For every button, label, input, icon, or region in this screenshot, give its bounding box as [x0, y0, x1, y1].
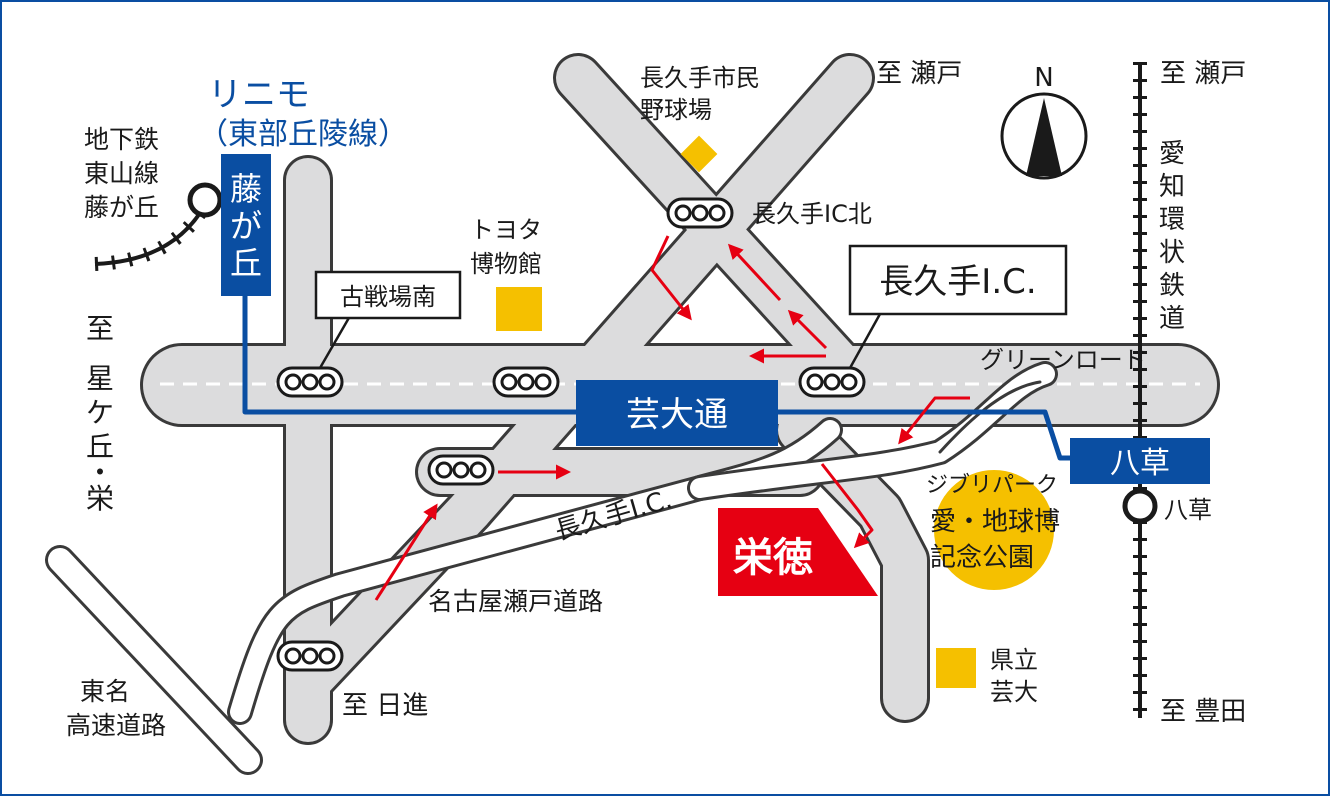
geidai-dori-box: [576, 380, 778, 446]
direction-toyota: 至 豊田: [1160, 697, 1246, 727]
ic-box: [848, 244, 1068, 316]
yakusa-station-box: [1070, 438, 1210, 484]
geidai-label-1: 県立: [990, 646, 1038, 674]
kosenjo-minami-box: [314, 270, 462, 320]
svg-text:星: 星: [86, 362, 114, 395]
svg-text:・: ・: [86, 456, 114, 489]
toyota-museum-label-2: 博物館: [470, 250, 542, 278]
ic-box-leader: [848, 313, 882, 369]
tomei-label-1: 東名: [80, 677, 130, 706]
geidai-dori-label: 芸大通: [626, 395, 728, 435]
subway-line: [94, 182, 223, 271]
subway-fujigaoka-station-icon: [187, 182, 223, 218]
fujigaoka-station-char-2: が: [230, 207, 262, 245]
route-arrows: [374, 235, 970, 601]
baseball-label-1: 長久手市民: [640, 64, 760, 92]
geidai-label-2: 芸大: [990, 678, 1038, 706]
signal-museum-icon: [492, 366, 560, 398]
svg-text:丘: 丘: [86, 430, 114, 463]
svg-text:愛: 愛: [1159, 139, 1185, 169]
ic-kita-label: 長久手IC北: [752, 200, 872, 228]
svg-text:栄: 栄: [86, 482, 114, 515]
direction-hoshigaoka: 至 星 ケ 丘 ・ 栄: [86, 312, 114, 515]
signal-lower-left-icon: [427, 454, 495, 486]
yakusa-station-box-label: 八草: [1110, 446, 1170, 481]
railway-name: 愛 知 環 状 鉄 道: [1159, 139, 1185, 334]
direction-seto-rail: 至 瀬戸: [1160, 59, 1246, 89]
signal-kosenjo-minami-icon: [276, 366, 344, 398]
aichi-loop-railway: [1122, 62, 1158, 718]
svg-text:状: 状: [1159, 238, 1185, 268]
compass-label: N: [1034, 63, 1053, 93]
baseball-label-2: 野球場: [640, 96, 712, 124]
linimo-name: リニモ: [208, 75, 310, 115]
linimo-line: [242, 294, 1080, 461]
subway-label-3: 藤が丘: [84, 193, 159, 222]
eitoku-destination-icon: [718, 508, 878, 596]
nagoya-seto-road-label: 名古屋瀬戸道路: [428, 587, 603, 616]
yakusa-station-icon: [1122, 488, 1158, 524]
toyota-museum-label-1: トヨタ: [470, 216, 542, 244]
geidai-icon: [936, 648, 976, 688]
baseball-stadium-icon: [680, 135, 718, 173]
fujigaoka-station-char-3: 丘: [230, 244, 262, 282]
compass-icon: N: [1000, 63, 1088, 180]
kosenjo-minami-label: 古戦場南: [340, 283, 436, 311]
linimo-line-name: （東部丘陵線）: [198, 117, 408, 152]
ghibli-label-3: 記念公園: [930, 543, 1034, 573]
signal-ic-kita-icon: [666, 197, 734, 229]
direction-seto-top: 至 瀬戸: [876, 59, 962, 89]
svg-text:鉄: 鉄: [1159, 271, 1185, 301]
signal-ic-icon: [798, 366, 866, 398]
svg-text:ケ: ケ: [86, 396, 114, 429]
destination-name: 栄徳: [733, 535, 813, 581]
tomei-label-2: 高速道路: [66, 711, 166, 740]
ic-box-label: 長久手I.C.: [879, 262, 1036, 302]
kosenjo-minami-leader: [318, 315, 352, 369]
fujigaoka-station-box: [221, 154, 271, 296]
direction-nisshin: 至 日進: [342, 691, 428, 721]
svg-text:知: 知: [1159, 172, 1185, 202]
ghibli-label-1: ジブリパーク: [926, 473, 1058, 498]
svg-text:道: 道: [1159, 304, 1185, 334]
tomei-expressway: [48, 548, 260, 772]
yakusa-rail-label: 八草: [1164, 496, 1212, 524]
subway-label-1: 地下鉄: [84, 125, 159, 154]
ghibli-park-icon: [934, 470, 1054, 590]
green-road-label: グリーンロード: [980, 346, 1147, 374]
svg-text:至: 至: [86, 312, 114, 345]
toyota-museum-icon: [496, 287, 542, 331]
ghibli-label-2: 愛・地球博: [930, 507, 1060, 537]
fujigaoka-station-char-1: 藤: [230, 170, 262, 208]
nagoya-seto-expressway: [227, 361, 1058, 725]
svg-text:環: 環: [1159, 205, 1185, 235]
signal-bottom-icon: [276, 640, 344, 672]
subway-label-2: 東山線: [84, 159, 159, 188]
